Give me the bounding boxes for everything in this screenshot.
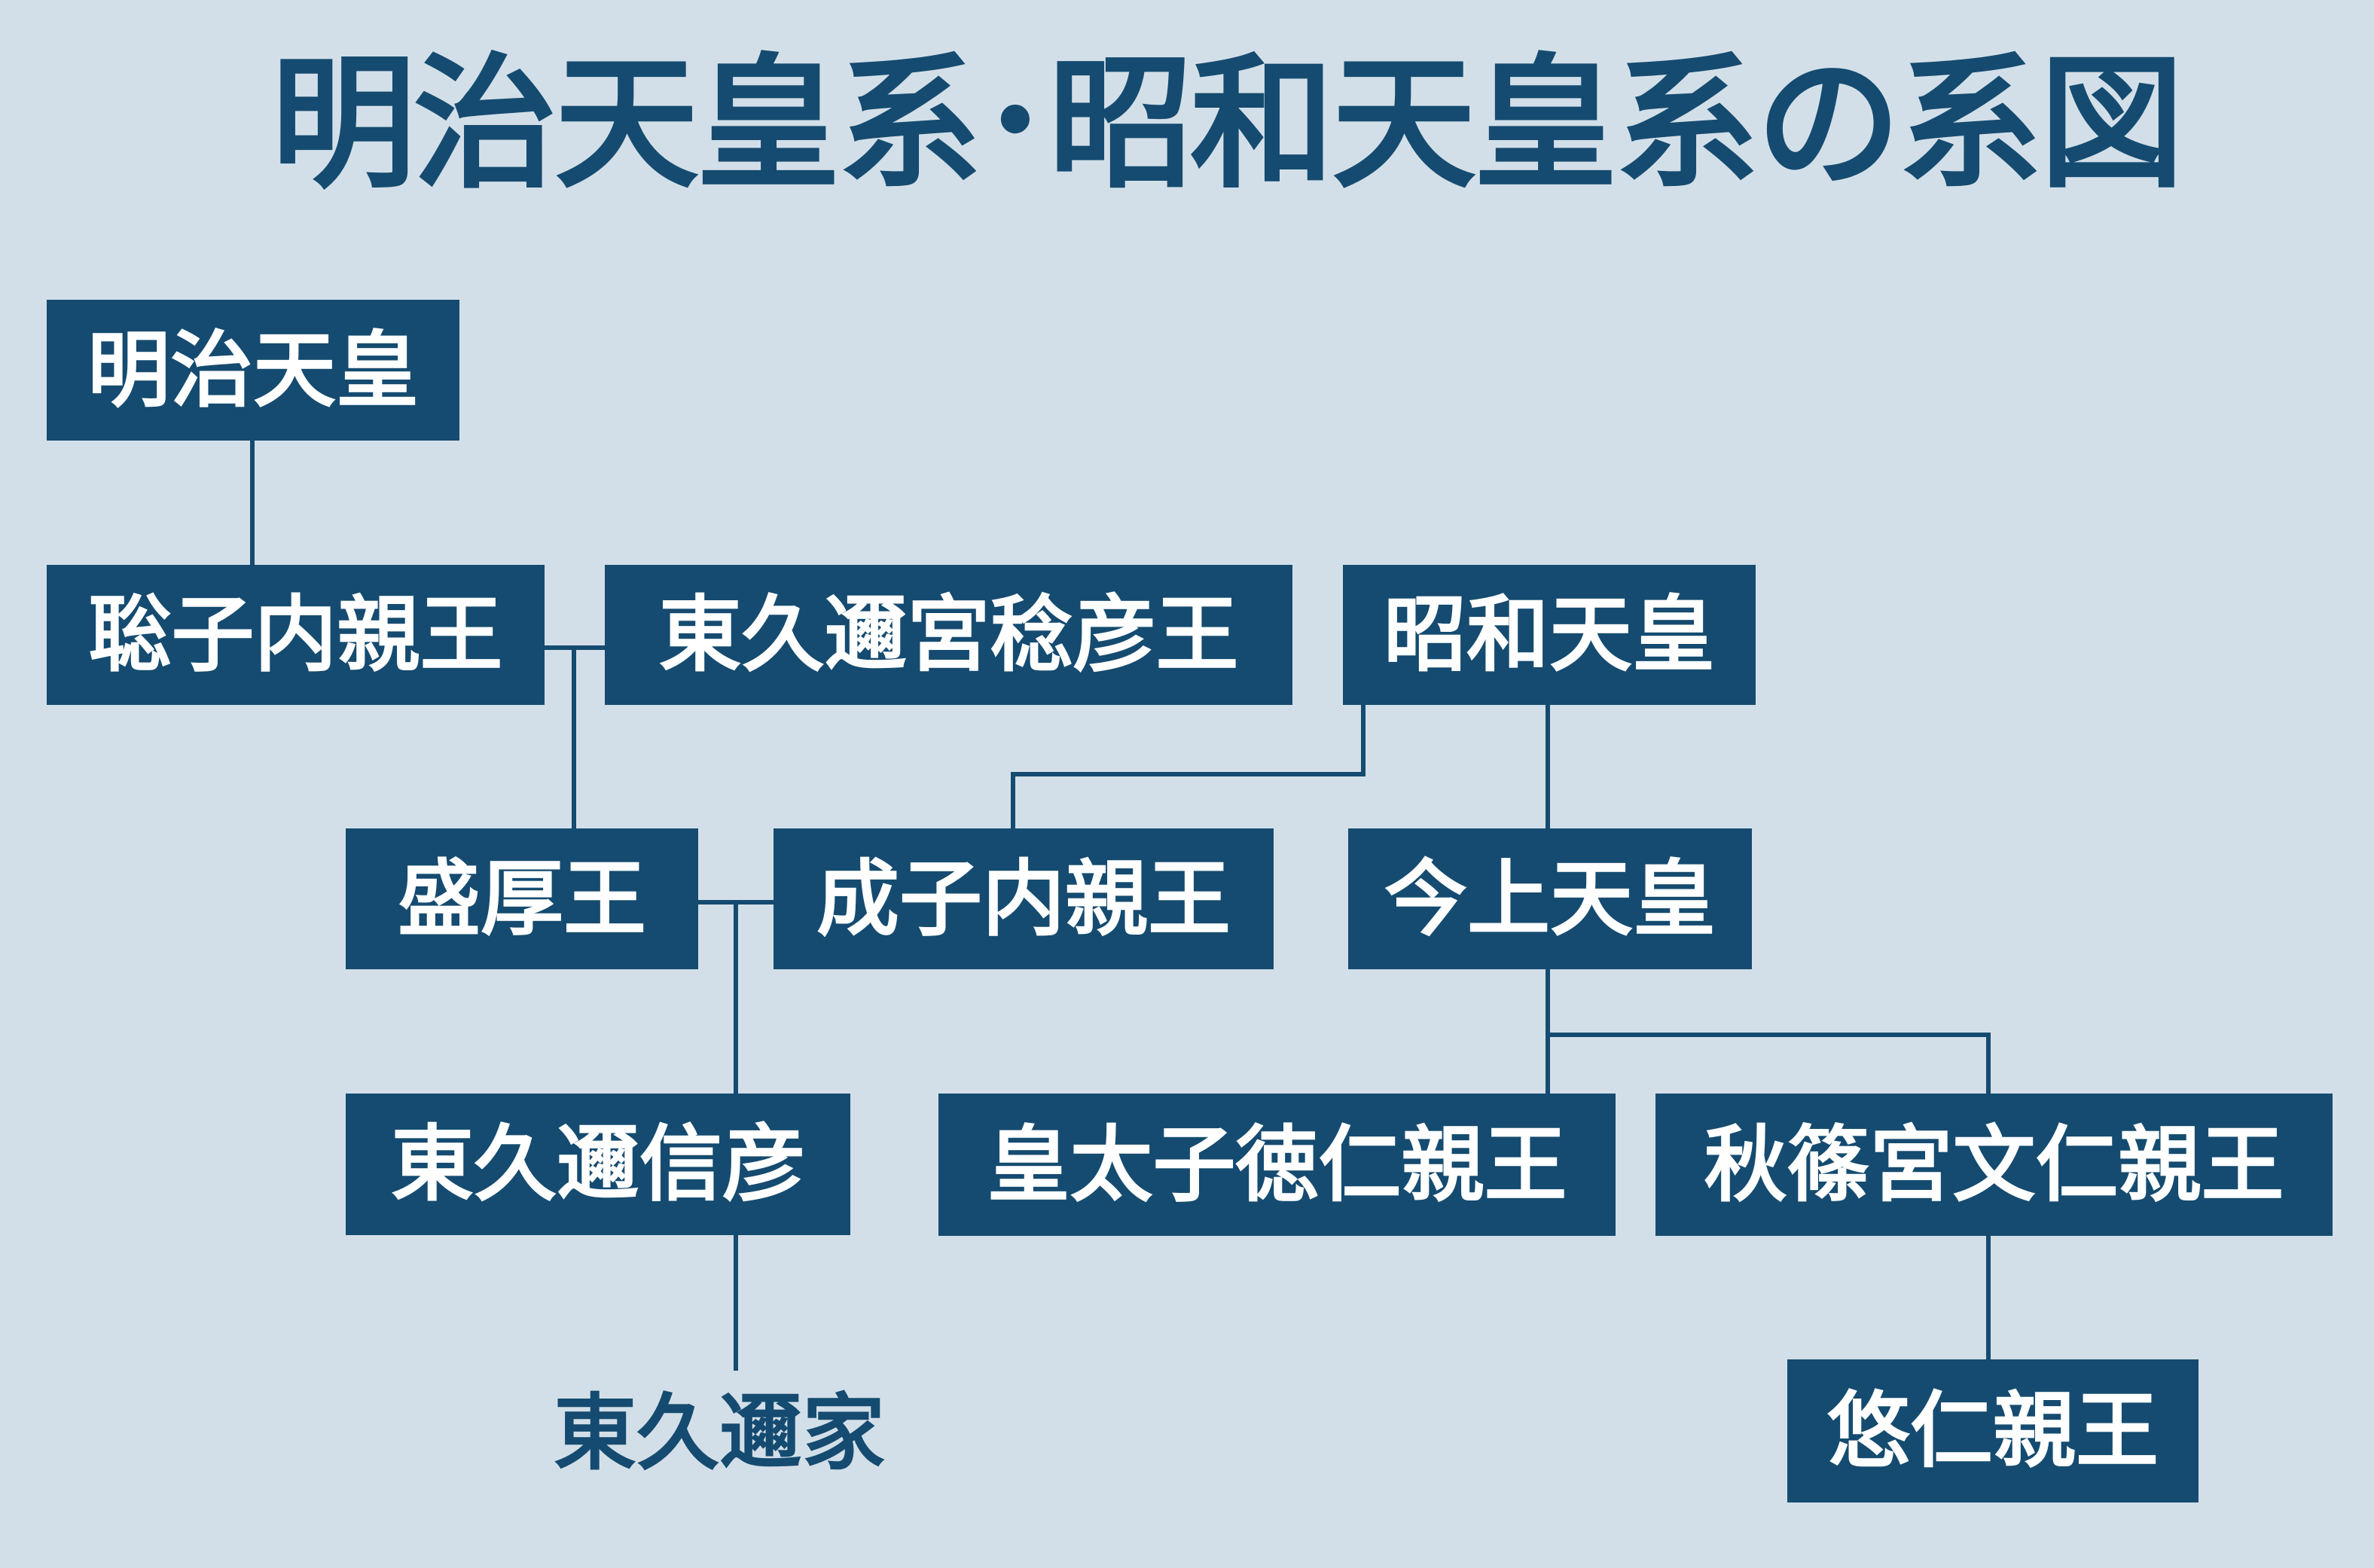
node-shigeko: 成子内親王 — [774, 828, 1274, 969]
node-toshiko: 聡子内親王 — [47, 565, 545, 705]
node-hisahito: 悠仁親王 — [1787, 1359, 2199, 1502]
node-showa: 昭和天皇 — [1343, 565, 1756, 705]
node-naruhiko: 東久邇宮稔彦王 — [605, 565, 1292, 705]
node-meiji: 明治天皇 — [47, 300, 459, 441]
page-title: 明治天皇系･昭和天皇系の系図 — [271, 41, 2184, 209]
node-kinjo: 今上天皇 — [1348, 828, 1752, 969]
node-morihiro: 盛厚王 — [346, 828, 698, 969]
node-akishino: 秋篠宮文仁親王 — [1655, 1094, 2333, 1236]
label-higashikuni-family: 東久邇家 — [554, 1385, 885, 1481]
node-naruhito: 皇太子徳仁親王 — [938, 1094, 1616, 1236]
node-nobuhiko: 東久邇信彦 — [346, 1094, 850, 1235]
